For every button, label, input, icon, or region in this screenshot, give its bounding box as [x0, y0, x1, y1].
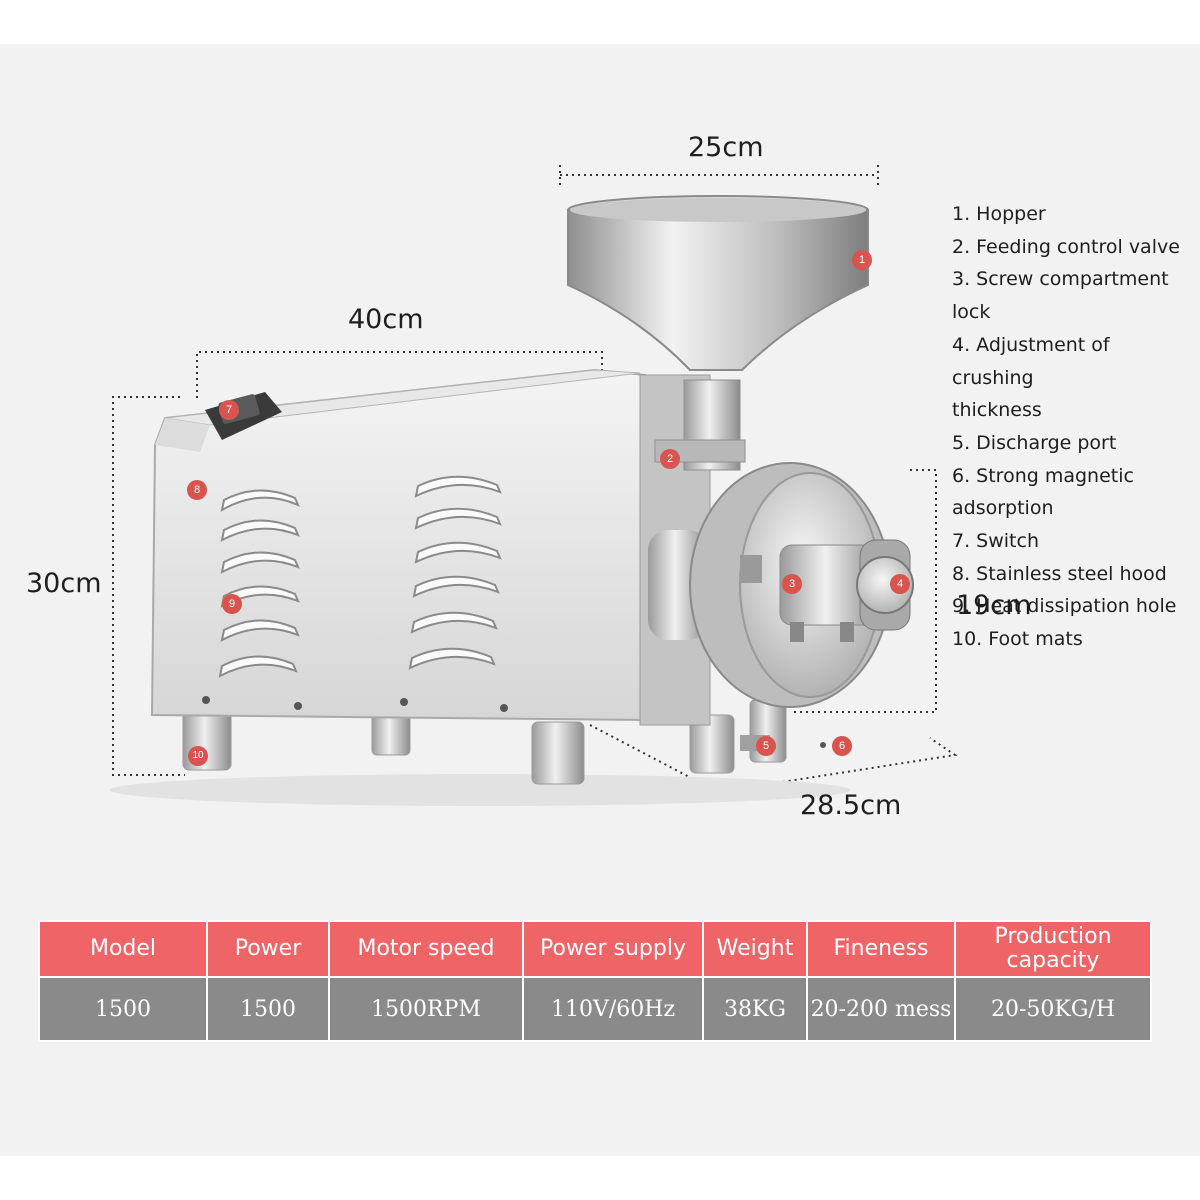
value-cell: 1500: [40, 978, 206, 1040]
header-cell: Power supply: [524, 922, 702, 976]
header-cell: Power: [208, 922, 328, 976]
dim-depth: 19cm: [956, 590, 1032, 621]
spec-value-row: 1500 1500 1500RPM 110V/60Hz 38KG 20-200 …: [40, 978, 1150, 1040]
parts-legend-line: 9. Heat dissipation hole: [952, 595, 1177, 618]
parts-legend-line: thickness: [952, 399, 1042, 422]
marker-4: 4: [890, 574, 910, 594]
value-cell: 110V/60Hz: [524, 978, 702, 1040]
marker-1: 1: [852, 250, 872, 270]
hopper: [567, 195, 869, 371]
parts-legend-line: adsorption: [952, 497, 1054, 520]
header-cell: Model: [40, 922, 206, 976]
value-cell: 1500RPM: [330, 978, 522, 1040]
marker-9: 9: [222, 594, 242, 614]
spec-header-row: Model Power Motor speed Power supply Wei…: [40, 922, 1150, 976]
spec-table: Model Power Motor speed Power supply Wei…: [38, 920, 1152, 1042]
parts-legend-line: 5. Discharge port: [952, 431, 1117, 454]
marker-3: 3: [782, 574, 802, 594]
parts-legend-line: 8. Stainless steel hood: [952, 562, 1167, 585]
dim-base-depth: 28.5cm: [800, 790, 902, 821]
heat-dissipation-holes: [218, 475, 502, 678]
marker-10: 10: [188, 746, 208, 766]
header-cell: Fineness: [808, 922, 954, 976]
marker-7: 7: [219, 400, 239, 420]
value-cell: 38KG: [704, 978, 806, 1040]
header-cell: Weight: [704, 922, 806, 976]
marker-5: 5: [756, 736, 776, 756]
header-cell: Production capacity: [956, 922, 1150, 976]
parts-legend: 1. Hopper 2. Feeding control valve 3. Scre…: [952, 198, 1192, 656]
foot-mats: [182, 699, 787, 785]
value-cell: 20-50KG/H: [956, 978, 1150, 1040]
dim-top-width: 25cm: [688, 132, 764, 163]
parts-legend-line: 6. Strong magnetic: [952, 464, 1134, 487]
marker-6: 6: [832, 736, 852, 756]
parts-legend-line: 1. Hopper: [952, 203, 1046, 225]
marker-8: 8: [187, 480, 207, 500]
parts-legend-line: 4. Adjustment of crushing: [952, 333, 1110, 389]
parts-legend-line: 7. Switch: [952, 530, 1039, 553]
dim-body-length: 40cm: [348, 304, 424, 335]
value-cell: 1500: [208, 978, 328, 1040]
header-cell: Motor speed: [330, 922, 522, 976]
value-cell: 20-200 mess: [808, 978, 954, 1040]
dim-height: 30cm: [26, 568, 102, 599]
dimension-lines: [112, 165, 958, 794]
parts-legend-line: 3. Screw compartment: [952, 268, 1169, 291]
marker-2: 2: [660, 449, 680, 469]
parts-legend-line: 10. Foot mats: [952, 628, 1083, 651]
parts-legend-line: lock: [952, 301, 991, 324]
parts-legend-line: 2. Feeding control valve: [952, 235, 1180, 258]
